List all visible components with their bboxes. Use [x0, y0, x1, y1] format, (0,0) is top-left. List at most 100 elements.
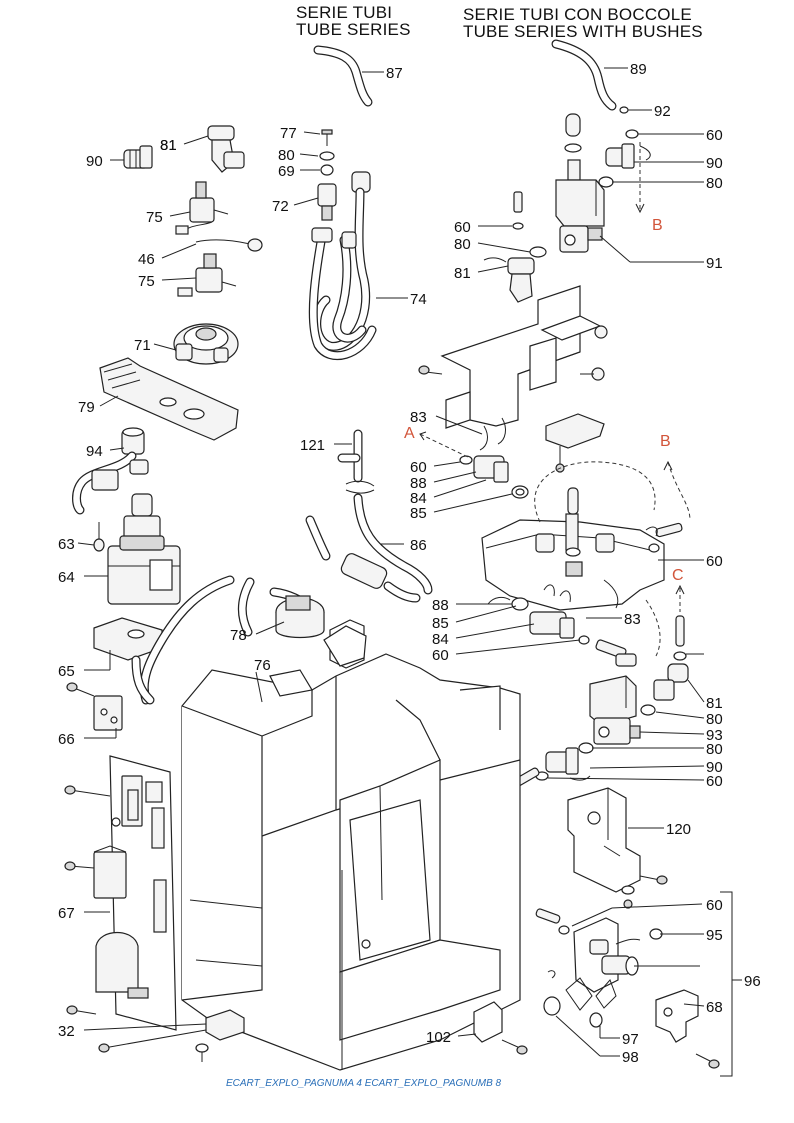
callout-60: 60	[410, 459, 427, 476]
callout-60: 60	[432, 647, 449, 664]
ref-b-lower: B	[660, 433, 671, 450]
fittings-83-88-84-85-upper-drawing	[459, 417, 529, 499]
callout-75: 75	[146, 209, 163, 226]
callout-84: 84	[410, 490, 427, 507]
callout-74: 74	[410, 291, 427, 308]
callout-labels: 87 89 92 60 90 80 91 81 77 80 69 72 74 9…	[58, 61, 761, 1066]
callout-102: 102	[426, 1029, 451, 1046]
callout-76: 76	[254, 657, 271, 674]
valve-93-drawing	[589, 675, 641, 745]
screw-77-drawing	[321, 129, 333, 146]
callout-67: 67	[58, 905, 75, 922]
pump-64-drawing	[93, 493, 181, 605]
ring-69-drawing	[320, 164, 334, 176]
callout-69: 69	[278, 163, 295, 180]
housing-76-drawing	[181, 625, 521, 1071]
callout-60: 60	[454, 219, 471, 236]
callout-64: 64	[58, 569, 75, 586]
callout-91: 91	[706, 255, 723, 272]
callout-90: 90	[706, 155, 723, 172]
callout-85: 85	[410, 505, 427, 522]
pin-60-bracket-drawing	[512, 191, 524, 230]
tube-86-drawing	[269, 493, 433, 613]
tube-87-drawing	[313, 45, 373, 107]
elbow-81-left-drawing	[207, 125, 245, 173]
header-tube-series-it: SERIE TUBI	[296, 3, 393, 22]
dashed-line-c	[673, 584, 687, 661]
callout-89: 89	[630, 61, 647, 78]
footer-page-code: ECART_EXPLO_PAGNUMA 4 ECART_EXPLO_PAGNUM…	[226, 1078, 502, 1089]
fittings-88-85-84-60-lower-drawing	[487, 584, 590, 645]
callout-85: 85	[432, 615, 449, 632]
clip-102-drawing	[473, 1001, 528, 1055]
valve-assembly-91-drawing	[555, 113, 605, 253]
flowmeter-78-drawing	[275, 595, 325, 639]
assembly-96-drawing	[535, 908, 663, 1028]
callout-87: 87	[386, 65, 403, 82]
header-tube-series-en: TUBE SERIES	[296, 20, 411, 39]
dashed-line-b-upper	[635, 142, 645, 214]
dashed-loop-top-right	[534, 460, 691, 657]
callout-93: 93	[706, 727, 723, 744]
washer-80-center-drawing	[319, 151, 335, 161]
callout-77: 77	[280, 125, 297, 142]
pin-60-right-upper-drawing	[645, 522, 683, 553]
callout-66: 66	[58, 731, 75, 748]
callout-90: 90	[86, 153, 103, 170]
callout-81: 81	[706, 695, 723, 712]
callout-60: 60	[706, 553, 723, 570]
bracket-120-drawing	[567, 787, 668, 909]
connector-32-drawing	[98, 1009, 245, 1062]
callout-60: 60	[706, 897, 723, 914]
callout-95: 95	[706, 927, 723, 944]
callout-80: 80	[454, 236, 471, 253]
callout-88: 88	[410, 475, 427, 492]
callout-84: 84	[432, 631, 449, 648]
callout-80: 80	[706, 175, 723, 192]
ref-a: A	[404, 425, 415, 442]
switch-75-upper-drawing	[175, 181, 229, 235]
elbow-81-lower-drawing	[640, 663, 689, 716]
callout-78: 78	[230, 627, 247, 644]
fitting-90-left-drawing	[123, 145, 153, 169]
cover-79-drawing	[99, 357, 239, 441]
ref-b-upper: B	[652, 217, 663, 234]
callout-60: 60	[706, 773, 723, 790]
fitting-94-drawing	[72, 427, 149, 515]
pin-60-lower-center-drawing	[595, 639, 637, 667]
callout-60: 60	[706, 127, 723, 144]
callout-68: 68	[706, 999, 723, 1016]
elbow-81-right-drawing	[483, 246, 547, 303]
callout-32: 32	[58, 1023, 75, 1040]
header-bushes-it: SERIE TUBI CON BOCCOLE	[463, 5, 692, 24]
callout-98: 98	[622, 1049, 639, 1066]
callout-72: 72	[272, 198, 289, 215]
callout-90: 90	[706, 759, 723, 776]
bracket-line-96	[720, 891, 733, 1077]
callout-92: 92	[654, 103, 671, 120]
callout-63: 63	[58, 536, 75, 553]
distributor-block-drawing	[481, 487, 665, 611]
callout-121: 121	[300, 437, 325, 454]
valve-72-drawing	[317, 183, 337, 221]
callout-81: 81	[454, 265, 471, 282]
callout-97: 97	[622, 1031, 639, 1048]
callout-80: 80	[706, 711, 723, 728]
bracket-66-drawing	[66, 682, 123, 731]
callout-65: 65	[58, 663, 75, 680]
ref-c: C	[672, 567, 684, 584]
header-bushes-en: TUBE SERIES WITH BUSHES	[463, 22, 703, 41]
callout-46: 46	[138, 251, 155, 268]
callout-88: 88	[432, 597, 449, 614]
flowmeter-71-drawing	[173, 323, 239, 365]
callout-96: 96	[744, 973, 761, 990]
bracket-68-drawing	[655, 989, 720, 1069]
tube-set-74-drawing	[308, 171, 377, 361]
fitting-90-lower-drawing	[510, 742, 594, 789]
washers-60-80-right-drawing	[598, 129, 639, 188]
callout-81-left: 81	[160, 137, 177, 154]
leader-lines	[77, 67, 742, 1057]
long-tube-left-drawing	[131, 575, 255, 705]
callout-80: 80	[278, 147, 295, 164]
callout-75: 75	[138, 273, 155, 290]
